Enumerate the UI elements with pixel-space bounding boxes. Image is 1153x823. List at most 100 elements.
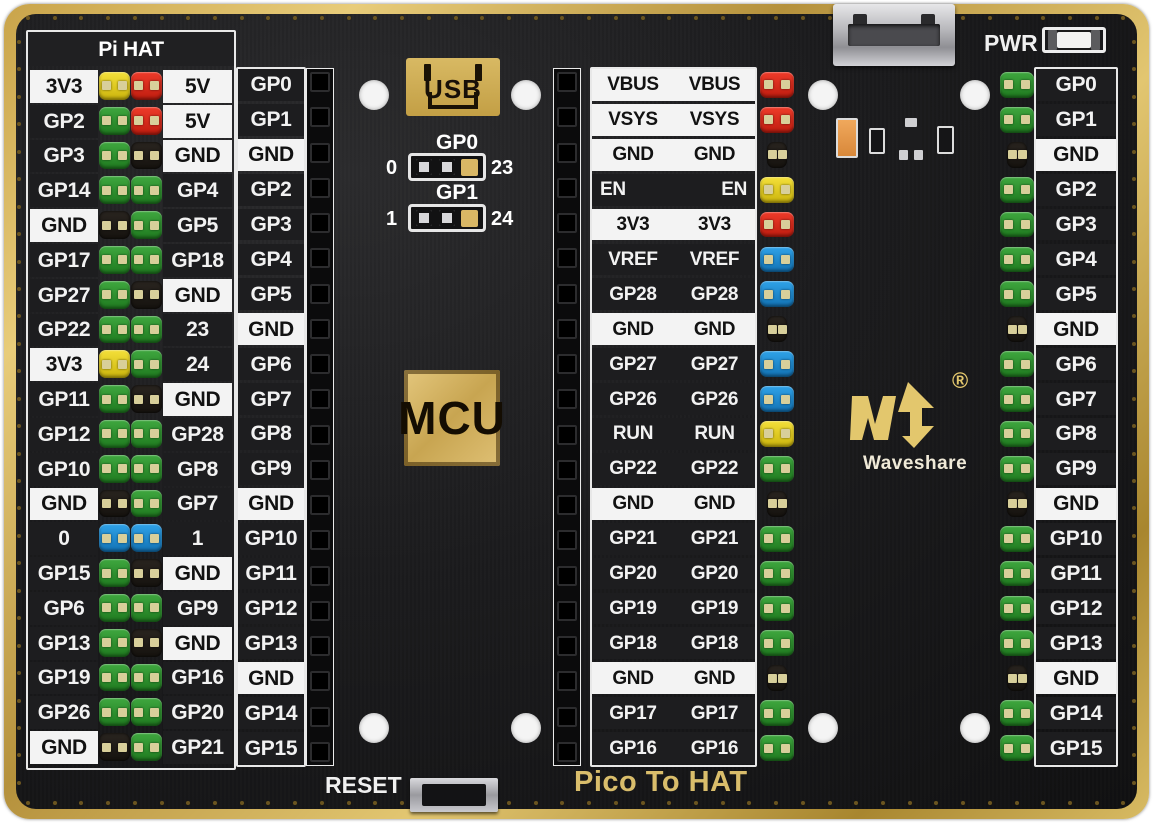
header-pin-socket[interactable] [310,107,330,128]
mid-jumper-3[interactable] [760,176,794,203]
header-pin-socket[interactable] [557,530,577,551]
far-right-jumper-9[interactable] [1000,386,1034,412]
pihat-jumper-right-19[interactable] [131,733,162,761]
pihat-jumper-left-8[interactable] [99,350,130,379]
pihat-jumper-right-8[interactable] [131,350,162,379]
gp0-pad-2[interactable] [438,159,455,175]
header-pin-socket[interactable] [310,72,330,92]
far-right-jumper-7[interactable] [1007,316,1027,343]
header-pin-socket[interactable] [557,283,577,304]
mid-jumper-2[interactable] [767,141,787,168]
header-pin-socket[interactable] [557,671,577,692]
header-pin-socket[interactable] [310,213,330,233]
far-right-jumper-4[interactable] [1000,211,1034,238]
pihat-jumper-right-2[interactable] [131,141,162,170]
pihat-jumper-right-0[interactable] [131,72,162,100]
mid-jumper-5[interactable] [760,246,794,273]
header-pin-socket[interactable] [310,495,330,515]
pihat-jumper-right-15[interactable] [131,594,162,622]
header-pin-socket[interactable] [557,459,577,480]
gp0-pad-1[interactable] [416,159,432,175]
pihat-jumper-left-19[interactable] [99,733,130,761]
header-pin-socket[interactable] [557,389,577,410]
far-right-jumper-15[interactable] [1000,595,1034,622]
reset-button[interactable] [410,778,498,812]
header-pin-socket[interactable] [310,530,330,551]
pihat-jumper-left-3[interactable] [99,176,130,205]
micro-usb-connector[interactable] [833,4,955,66]
header-pin-socket[interactable] [310,177,330,198]
pihat-jumper-left-15[interactable] [99,594,130,622]
header-pin-socket[interactable] [310,283,330,304]
far-right-jumper-2[interactable] [1007,141,1027,168]
far-right-jumper-3[interactable] [1000,176,1034,203]
pihat-jumper-right-3[interactable] [131,176,162,205]
pihat-jumper-right-10[interactable] [131,420,162,448]
header-pin-socket[interactable] [310,741,330,762]
mid-jumper-17[interactable] [767,665,787,692]
gp0-jumper-selector[interactable] [408,153,486,181]
mid-jumper-19[interactable] [760,735,794,761]
mid-jumper-8[interactable] [760,351,794,378]
far-right-jumper-1[interactable] [1000,106,1034,133]
far-right-jumper-17[interactable] [1007,665,1027,692]
pihat-jumper-right-17[interactable] [131,663,162,692]
gp1-pad-1[interactable] [416,210,432,226]
far-right-jumper-11[interactable] [1000,455,1034,482]
header-pin-socket[interactable] [557,706,577,727]
far-right-jumper-8[interactable] [1000,351,1034,378]
far-right-jumper-0[interactable] [1000,72,1034,98]
reset-button-cap[interactable] [422,784,486,806]
header-pin-socket[interactable] [557,248,577,269]
header-pin-socket[interactable] [310,636,330,656]
pico-header-strip-right[interactable] [553,68,581,766]
pihat-jumper-right-1[interactable] [131,106,162,135]
header-pin-socket[interactable] [310,142,330,163]
mid-jumper-10[interactable] [760,421,794,447]
pihat-jumper-left-9[interactable] [99,385,130,413]
mid-jumper-1[interactable] [760,106,794,133]
pihat-jumper-right-6[interactable] [131,280,162,309]
far-right-jumper-18[interactable] [1000,700,1034,727]
far-right-jumper-13[interactable] [1000,525,1034,552]
header-pin-socket[interactable] [310,248,330,269]
header-pin-socket[interactable] [557,107,577,128]
mid-jumper-13[interactable] [760,525,794,552]
pihat-jumper-right-12[interactable] [131,489,162,518]
gp1-pad-2[interactable] [438,210,455,226]
header-pin-socket[interactable] [310,389,330,410]
pihat-jumper-left-11[interactable] [99,454,130,483]
header-pin-socket[interactable] [557,142,577,163]
mid-jumper-12[interactable] [767,490,787,517]
header-pin-socket[interactable] [310,318,330,339]
gp0-pad-3[interactable] [461,158,478,176]
pihat-jumper-left-2[interactable] [99,141,130,170]
far-right-jumper-6[interactable] [1000,281,1034,308]
mid-jumper-18[interactable] [760,700,794,727]
header-pin-socket[interactable] [557,495,577,515]
gp1-pad-3[interactable] [461,209,478,227]
header-pin-socket[interactable] [310,459,330,480]
header-pin-socket[interactable] [310,565,330,586]
pihat-jumper-left-17[interactable] [99,663,130,692]
pihat-jumper-left-16[interactable] [99,628,130,657]
pihat-jumper-right-14[interactable] [131,559,162,587]
far-right-jumper-16[interactable] [1000,630,1034,657]
header-pin-socket[interactable] [557,424,577,445]
pihat-jumper-left-10[interactable] [99,420,130,448]
pihat-jumper-right-16[interactable] [131,628,162,657]
header-pin-socket[interactable] [557,565,577,586]
pihat-jumper-right-11[interactable] [131,454,162,483]
header-pin-socket[interactable] [310,424,330,445]
mid-jumper-11[interactable] [760,455,794,482]
far-right-jumper-19[interactable] [1000,735,1034,761]
pihat-jumper-left-12[interactable] [99,489,130,518]
pihat-jumper-left-4[interactable] [99,211,130,239]
header-pin-socket[interactable] [310,706,330,727]
pico-header-strip-left[interactable] [306,68,334,766]
far-right-jumper-10[interactable] [1000,421,1034,447]
pihat-jumper-left-13[interactable] [99,524,130,553]
pihat-jumper-left-0[interactable] [99,72,130,100]
pihat-jumper-right-13[interactable] [131,524,162,553]
mid-jumper-15[interactable] [760,595,794,622]
